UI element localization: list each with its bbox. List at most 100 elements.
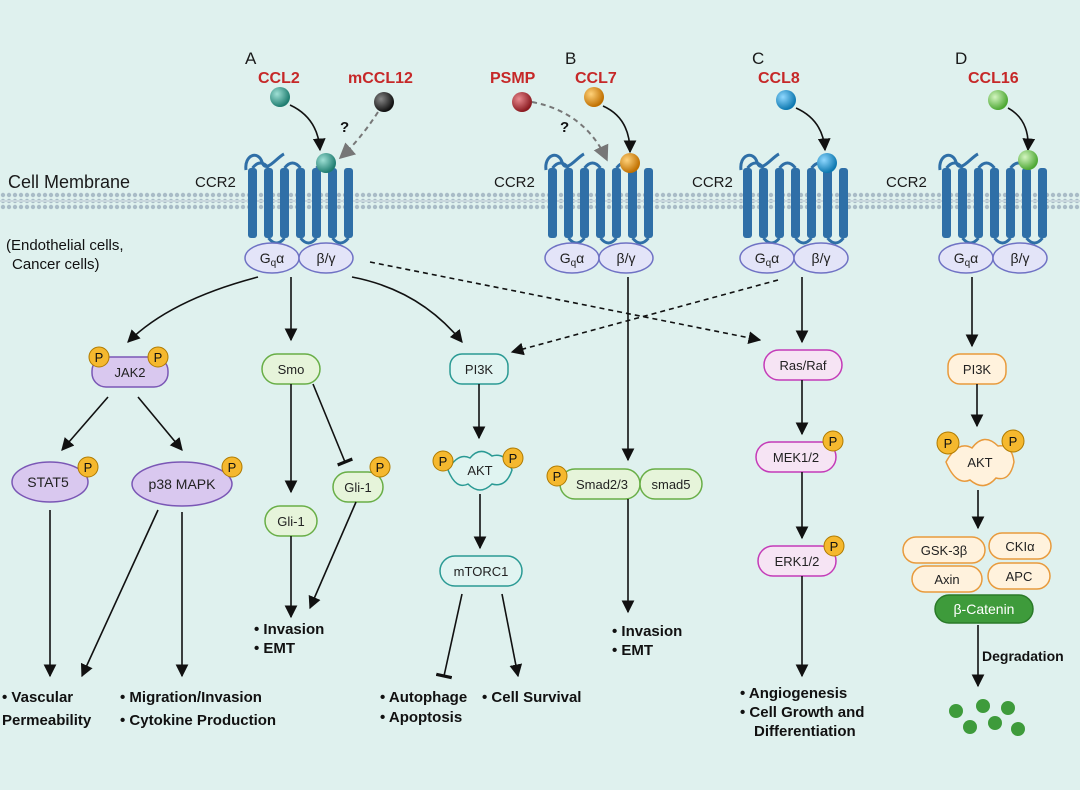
receptor-n-terminus [244, 152, 285, 171]
apc-node [987, 562, 1051, 590]
fragment-icon [963, 720, 977, 734]
p38-phospho [221, 456, 243, 478]
receptor-loop [778, 161, 797, 169]
gli1-node-right [332, 471, 384, 503]
gq-alpha-label-main: G [560, 250, 571, 266]
gq-alpha-label-tail: α [576, 250, 584, 266]
transmembrane-helix [839, 168, 848, 238]
psmp-ligand [512, 92, 532, 112]
transmembrane-helix [548, 168, 557, 238]
gli1-label-right: Gli-1 [344, 480, 371, 495]
ligand-label-ccl2: CCL2 [258, 70, 300, 87]
gq-alpha-label-main: G [954, 250, 965, 266]
jak2-node [91, 356, 169, 388]
mccl12-unknown-mark: ? [340, 119, 349, 136]
smad5-node [639, 468, 703, 500]
inhibition-mtorc1-to-autophage [435, 593, 463, 680]
transmembrane-helix [280, 168, 289, 238]
smad-phospho [546, 465, 568, 487]
ccr2-receptor-c [739, 152, 848, 245]
receptor-loop [945, 161, 964, 169]
transmembrane-helix [1038, 168, 1047, 238]
beta-gamma-subunit [992, 242, 1048, 274]
panel-label-a: A [245, 49, 257, 68]
transmembrane-helix [958, 168, 967, 238]
ccl16-bound [1018, 150, 1038, 170]
transmembrane-helix [823, 168, 832, 238]
erk-phospho-label: P [830, 539, 839, 554]
receptor-label-a: CCR2 [195, 174, 236, 191]
receptor-loop [746, 161, 765, 169]
outcome-smad-emt: • EMT [612, 642, 653, 659]
outcome-cell-survival: • Cell Survival [482, 689, 581, 706]
outcome-apoptosis: • Apoptosis [380, 709, 462, 726]
arrow-gq-to-jak2 [127, 276, 259, 343]
transmembrane-helix [628, 168, 637, 238]
jak2-phospho-right [147, 346, 169, 368]
smad5-label: smad5 [651, 477, 690, 492]
gq-alpha-label-subscript: q [965, 258, 971, 269]
smad23-label: Smad2/3 [576, 477, 628, 492]
ck1a-label: CKIα [1005, 539, 1035, 554]
ligand-label-ccl8: CCL8 [758, 70, 800, 87]
erk-label: ERK1/2 [775, 554, 820, 569]
arrow-bg-to-pi3k [351, 276, 463, 343]
receptor-loop [283, 161, 302, 169]
pi3k-label-d: PI3K [963, 362, 992, 377]
arrow-gli1p-to-invasion [308, 501, 357, 610]
membrane-title: Cell Membrane [8, 172, 130, 192]
panel-b-pathways: Smad2/3 smad5 P • Invasion • EMT [546, 277, 703, 659]
dashed-arrow-c-to-pi3k [510, 279, 779, 356]
ccl16-ligand [988, 90, 1008, 110]
receptor-loop [826, 237, 845, 245]
receptor-loop [794, 237, 813, 245]
receptor-label-d: CCR2 [886, 174, 927, 191]
p38-mapk-label: p38 MAPK [149, 476, 217, 492]
ccl2-bound [316, 153, 336, 173]
rasraf-label: Ras/Raf [780, 358, 827, 373]
gq-alpha-label-main: G [755, 250, 766, 266]
ccr2-receptors [244, 152, 1047, 245]
receptor-n-terminus [938, 152, 979, 171]
ccl2-binding-arrow [289, 104, 326, 152]
receptor-loop [599, 237, 618, 245]
ccl16-binding-arrow [1007, 107, 1036, 152]
panel-c-pathways: Ras/Raf MEK1/2 P ERK1/2 P • Angiogenesis… [510, 277, 864, 740]
gq-alpha-label-tail: α [771, 250, 779, 266]
transmembrane-helix [775, 168, 784, 238]
axin-label: Axin [934, 572, 959, 587]
receptor-n-terminus [739, 152, 780, 171]
ccr2-receptor-b [544, 152, 653, 245]
transmembrane-helix [248, 168, 257, 238]
outcome-autophage: • Autophage [380, 689, 467, 706]
ligand-label-ccl16: CCL16 [968, 70, 1019, 87]
pi3k-label: PI3K [465, 362, 494, 377]
erk-node [757, 545, 837, 577]
stat5-node [11, 461, 89, 503]
transmembrane-helix [596, 168, 605, 238]
transmembrane-helix [807, 168, 816, 238]
transmembrane-helix [942, 168, 951, 238]
smad-phospho-label: P [553, 469, 562, 484]
receptor-loop [961, 237, 980, 245]
akt-phospho-left [432, 450, 454, 472]
gq-alpha-label-main: G [260, 250, 271, 266]
fragment-icon [1001, 701, 1015, 715]
mek-phospho-label: P [829, 434, 838, 449]
outcome-cell-growth: • Cell Growth and [740, 704, 864, 721]
fragment-icon [949, 704, 963, 718]
gli1-phospho-label: P [376, 460, 385, 475]
beta-gamma-label: β/γ [812, 250, 831, 266]
arrow-mtorc1-to-survival [501, 593, 523, 678]
receptor-loop [993, 237, 1012, 245]
outcome-migration: • Migration/Invasion [120, 689, 262, 706]
ccr2-receptor-a [244, 152, 353, 245]
transmembrane-helix [296, 168, 305, 238]
stat5-label: STAT5 [27, 474, 69, 490]
ccl8-bound [817, 153, 837, 173]
jak2-phospho-left [88, 346, 110, 368]
akt-node [447, 450, 513, 491]
